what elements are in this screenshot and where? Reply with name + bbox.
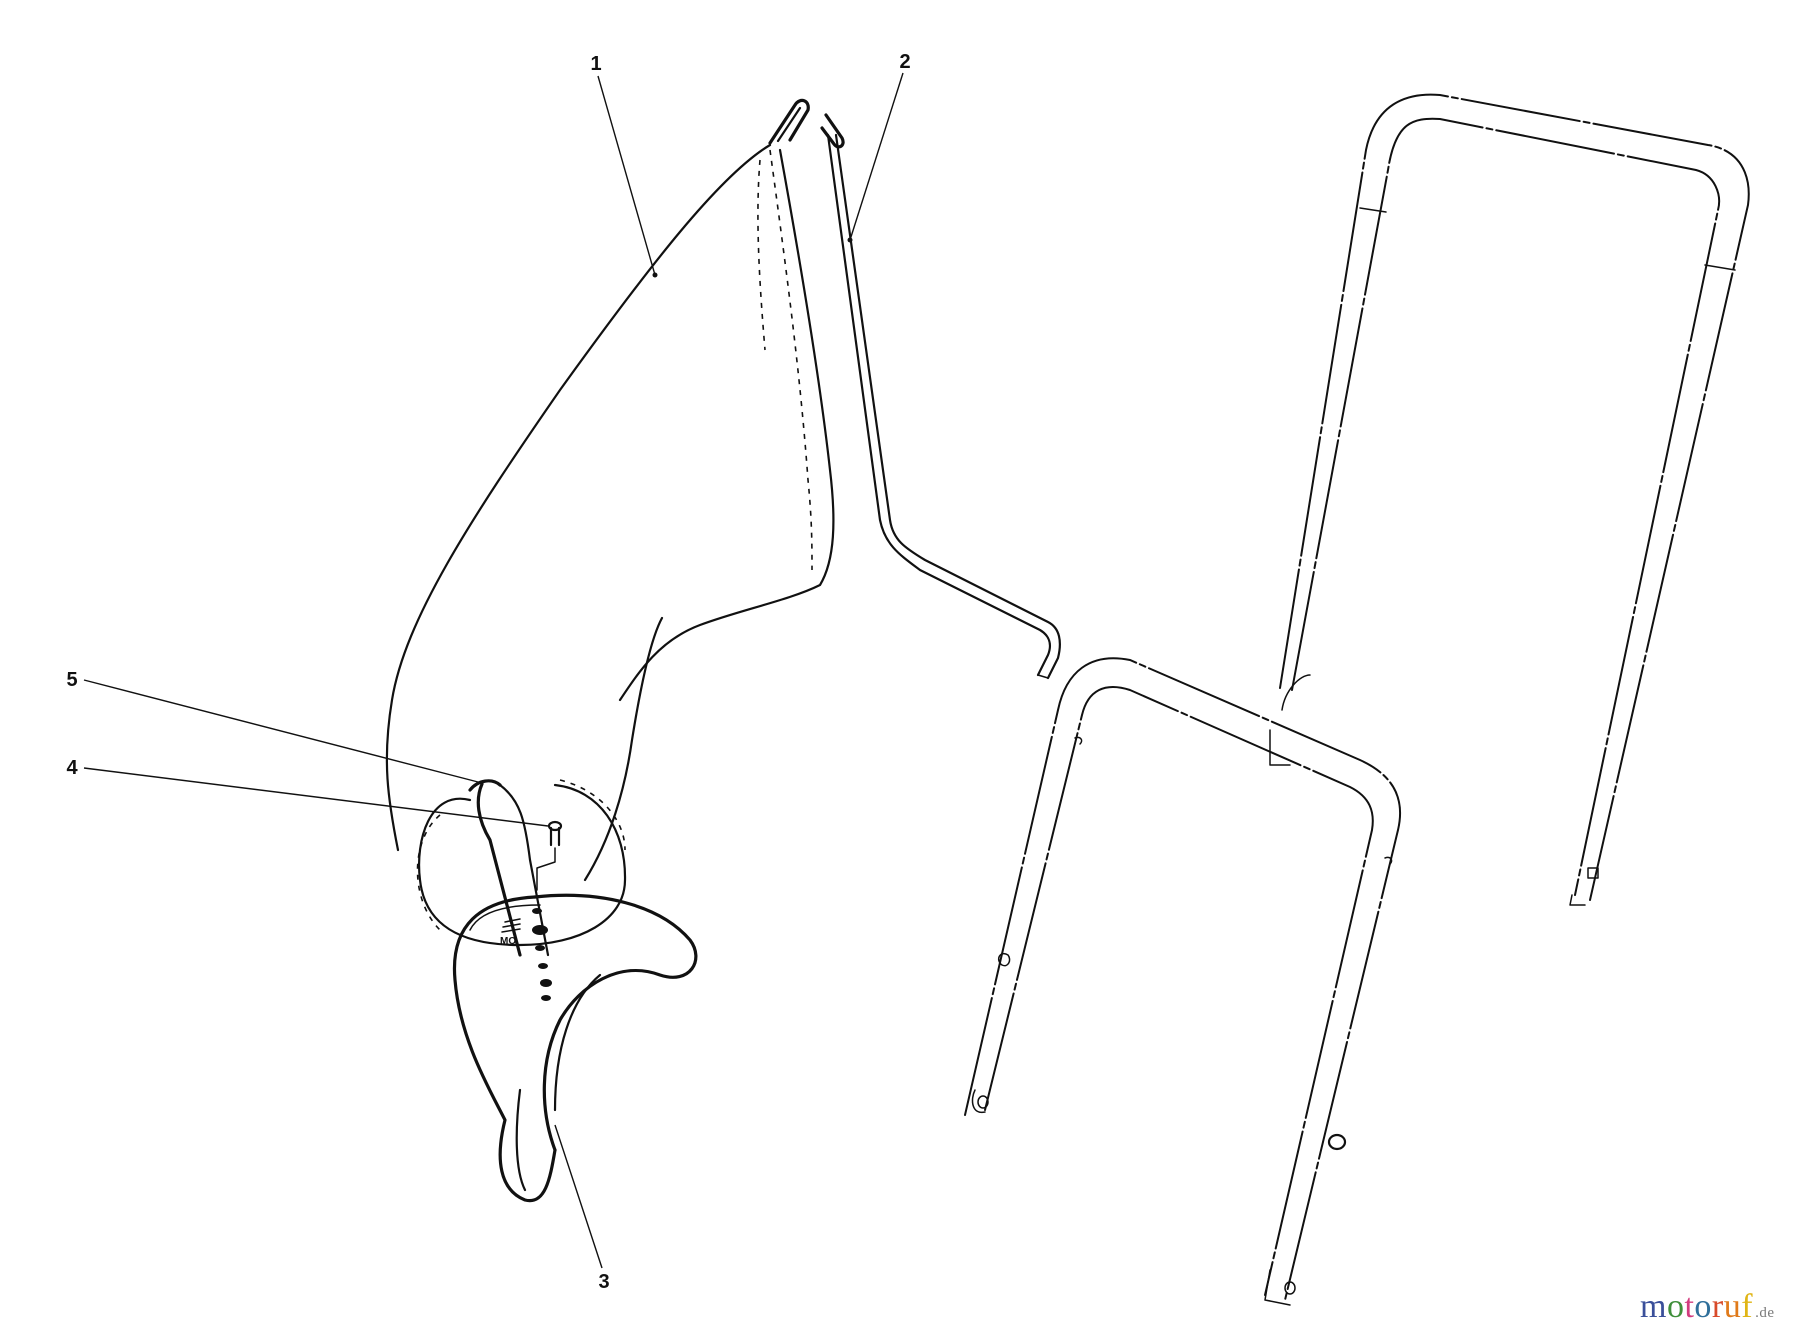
watermark-letter: u (1723, 1288, 1742, 1325)
leader-4 (83, 767, 549, 827)
grass-bag (385, 98, 835, 882)
leader-1 (597, 75, 656, 276)
bag-frame-chute: MO (452, 893, 698, 1203)
watermark-letter: o (1694, 1288, 1712, 1325)
upper-handle (1269, 93, 1750, 906)
leader-5 (83, 679, 479, 783)
watermark-logo: motoruf.de (1640, 1288, 1774, 1326)
leader-2 (849, 72, 904, 241)
callout-2-support-rod: 2 (899, 51, 911, 73)
frame-imprint-text: MO (500, 936, 516, 947)
watermark-letter: f (1741, 1288, 1754, 1325)
bag-strap (468, 779, 550, 957)
watermark-letter: m (1640, 1288, 1667, 1325)
frame-pin (536, 820, 563, 891)
watermark-letter: r (1711, 1288, 1724, 1325)
callout-3-frame-chute: 3 (598, 1271, 610, 1293)
callout-1-grass-bag: 1 (590, 53, 602, 75)
watermark-letter: o (1666, 1288, 1685, 1325)
leader-lines (83, 72, 904, 1269)
bag-support-rod (820, 113, 1061, 680)
lower-handle (964, 657, 1402, 1306)
leader-3 (554, 1124, 603, 1269)
bag-collar (416, 779, 627, 947)
watermark-letter: t (1684, 1288, 1695, 1325)
callout-4-frame-pin: 4 (66, 757, 78, 779)
watermark-suffix: .de (1755, 1305, 1775, 1321)
callout-5-bag-strap: 5 (66, 669, 78, 691)
